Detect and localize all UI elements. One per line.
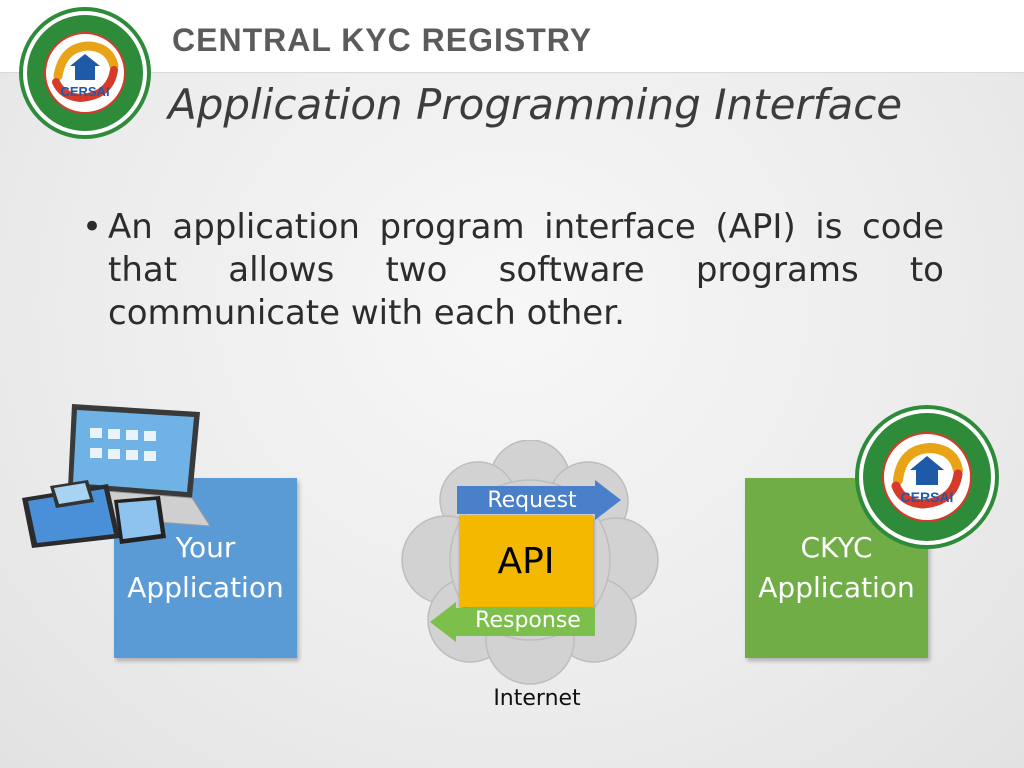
- your-application-line1: Your: [175, 531, 236, 564]
- api-label: API: [497, 540, 555, 582]
- page-title: Application Programming Interface: [168, 80, 903, 129]
- bullet-text: An application program interface (API) i…: [108, 207, 944, 333]
- cersai-seal-icon: CERSAI: [855, 405, 999, 549]
- ckyc-application-box: CKYC Application: [745, 478, 928, 658]
- request-arrow-icon: [457, 480, 621, 520]
- devices-icon: [22, 404, 210, 548]
- response-label: Response: [475, 608, 581, 633]
- api-box: API: [459, 515, 593, 607]
- your-application-line2: Application: [127, 571, 284, 604]
- bullet-point: • An application program interface (API)…: [82, 206, 944, 335]
- internet-label: Internet: [493, 686, 581, 711]
- response-arrow-icon: [430, 602, 595, 642]
- registry-title: CENTRAL KYC REGISTRY: [172, 22, 593, 58]
- cersai-seal-icon: CERSAI: [19, 7, 151, 139]
- logo-text: CERSAI: [60, 84, 109, 99]
- ckyc-application-line1: CKYC: [800, 531, 873, 564]
- ckyc-application-line2: Application: [758, 571, 915, 604]
- header-band: [0, 0, 1024, 73]
- bullet-marker: •: [82, 207, 103, 247]
- right-logo-text: CERSAI: [901, 489, 954, 505]
- request-label: Request: [487, 488, 577, 513]
